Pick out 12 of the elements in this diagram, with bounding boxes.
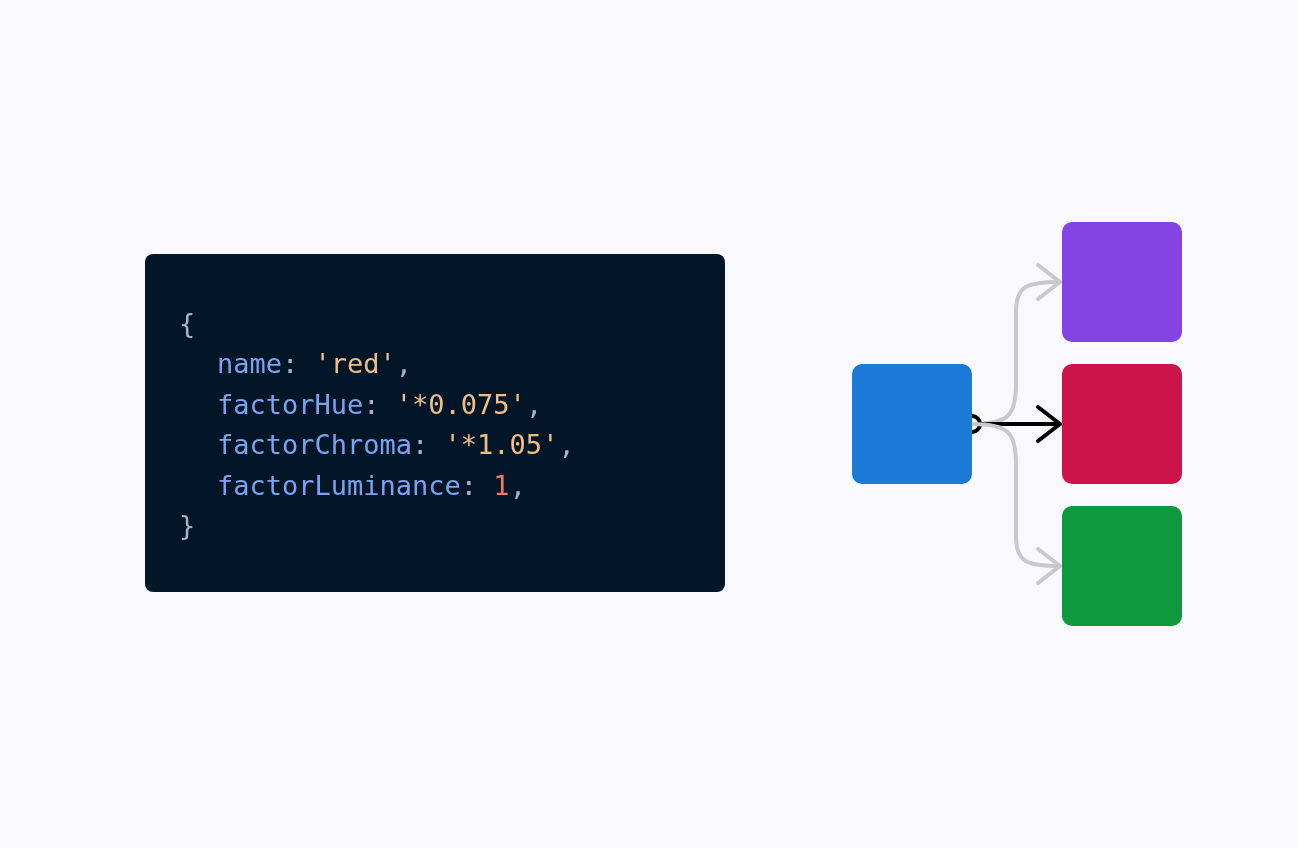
- code-line: name: 'red',: [216, 347, 414, 382]
- arrow: [971, 422, 1062, 585]
- code-block: [145, 254, 725, 592]
- code-line: factorChroma: '*1.05',: [216, 428, 576, 463]
- code-line: }: [179, 509, 197, 544]
- color-tile: [1062, 506, 1182, 626]
- code-line: {: [179, 307, 197, 341]
- code-line: factorLuminance: 1,: [216, 468, 527, 503]
- color-tile: [1062, 364, 1182, 484]
- color-tile: [1062, 222, 1182, 342]
- color-tile: [852, 364, 972, 484]
- code-line: factorHue: '*0.075',: [216, 387, 544, 422]
